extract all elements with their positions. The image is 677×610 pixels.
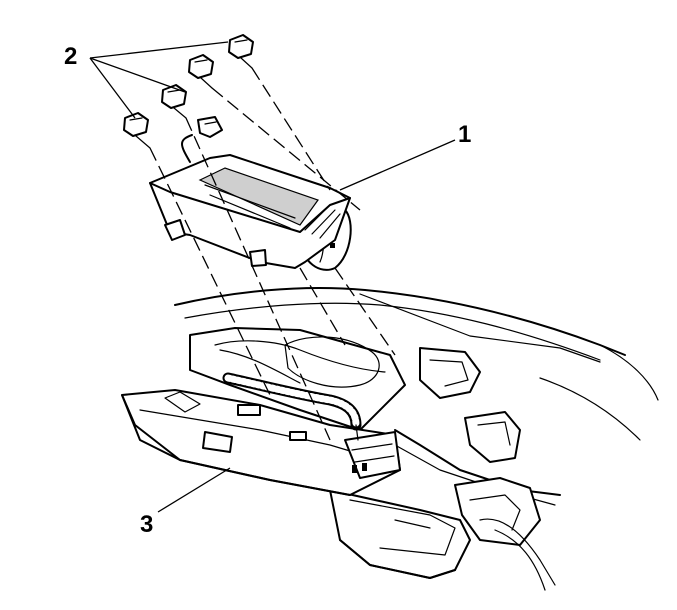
bolt-b [161,84,187,119]
bolt-c [188,54,214,89]
callout-1: 1 [458,121,471,148]
bolts-part-2 [123,34,254,149]
callout-2: 2 [64,43,77,70]
callout-3: 3 [140,511,153,538]
airbag-module-part-1 [149,116,352,271]
bolt-d [228,34,254,69]
leader-lines [89,41,456,513]
alignment-lines [149,67,396,441]
wiring-harness-conduit [222,372,362,441]
trim-panel-part-3 [121,389,401,496]
bolt-a [123,112,151,149]
